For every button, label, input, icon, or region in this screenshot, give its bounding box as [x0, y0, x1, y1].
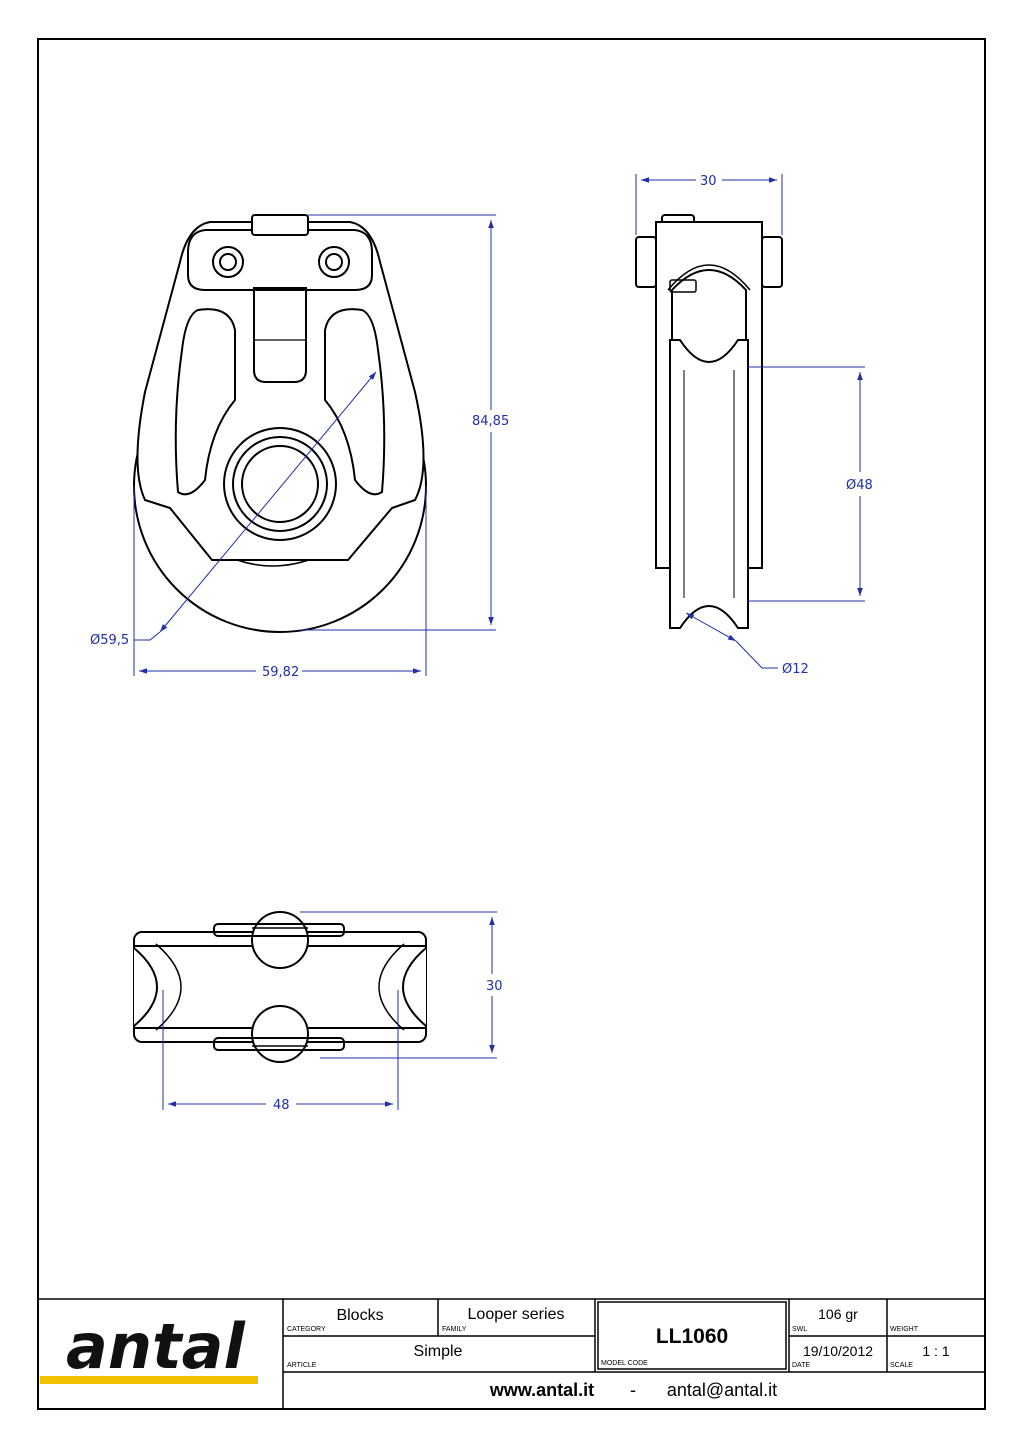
front-dimensions [133, 214, 496, 676]
front-sheave-diameter: Ø59,5 [90, 633, 129, 648]
front-hub [223, 427, 337, 541]
logo-stripe [40, 1376, 258, 1384]
swl-label: SWL [792, 1326, 807, 1333]
title-block [38, 1298, 985, 1409]
side-view [635, 214, 783, 629]
scale-label: SCALE [890, 1362, 913, 1369]
top-view [133, 911, 427, 1063]
scale-value: 1 : 1 [922, 1343, 949, 1359]
top-dimensions [162, 911, 497, 1110]
article-value: Simple [414, 1343, 463, 1360]
side-diameter-12: Ø12 [782, 662, 809, 677]
front-view [133, 214, 427, 633]
date-label: DATE [792, 1362, 810, 1369]
model-code-label: MODEL CODE [601, 1360, 648, 1367]
contact-separator: - [630, 1380, 636, 1400]
model-code-value: LL1060 [656, 1325, 728, 1348]
category-label: CATEGORY [287, 1326, 326, 1333]
email-link[interactable]: antal@antal.it [667, 1380, 777, 1400]
side-diameter-48: Ø48 [846, 478, 873, 493]
category-value: Blocks [336, 1307, 383, 1324]
family-label: FAMILY [442, 1326, 467, 1333]
top-width-dim: 48 [273, 1098, 290, 1113]
website-link[interactable]: www.antal.it [489, 1380, 594, 1400]
bolt-right-icon [318, 246, 350, 278]
top-height-dim: 30 [486, 979, 503, 994]
article-label: ARTICLE [287, 1362, 317, 1369]
sheet-border [37, 38, 986, 1410]
date-value: 19/10/2012 [803, 1343, 873, 1359]
front-width-dim: 59,82 [262, 665, 299, 680]
front-height-dim: 84,85 [472, 414, 509, 429]
side-width-dim: 30 [700, 174, 717, 189]
weight-label: WEIGHT [890, 1326, 919, 1333]
side-dimensions [635, 174, 865, 669]
bolt-left-icon [212, 246, 244, 278]
antal-logo: antal [66, 1310, 245, 1383]
family-value: Looper series [468, 1306, 565, 1323]
side-sheave-edge [669, 339, 749, 629]
swl-value: 106 gr [818, 1306, 858, 1322]
